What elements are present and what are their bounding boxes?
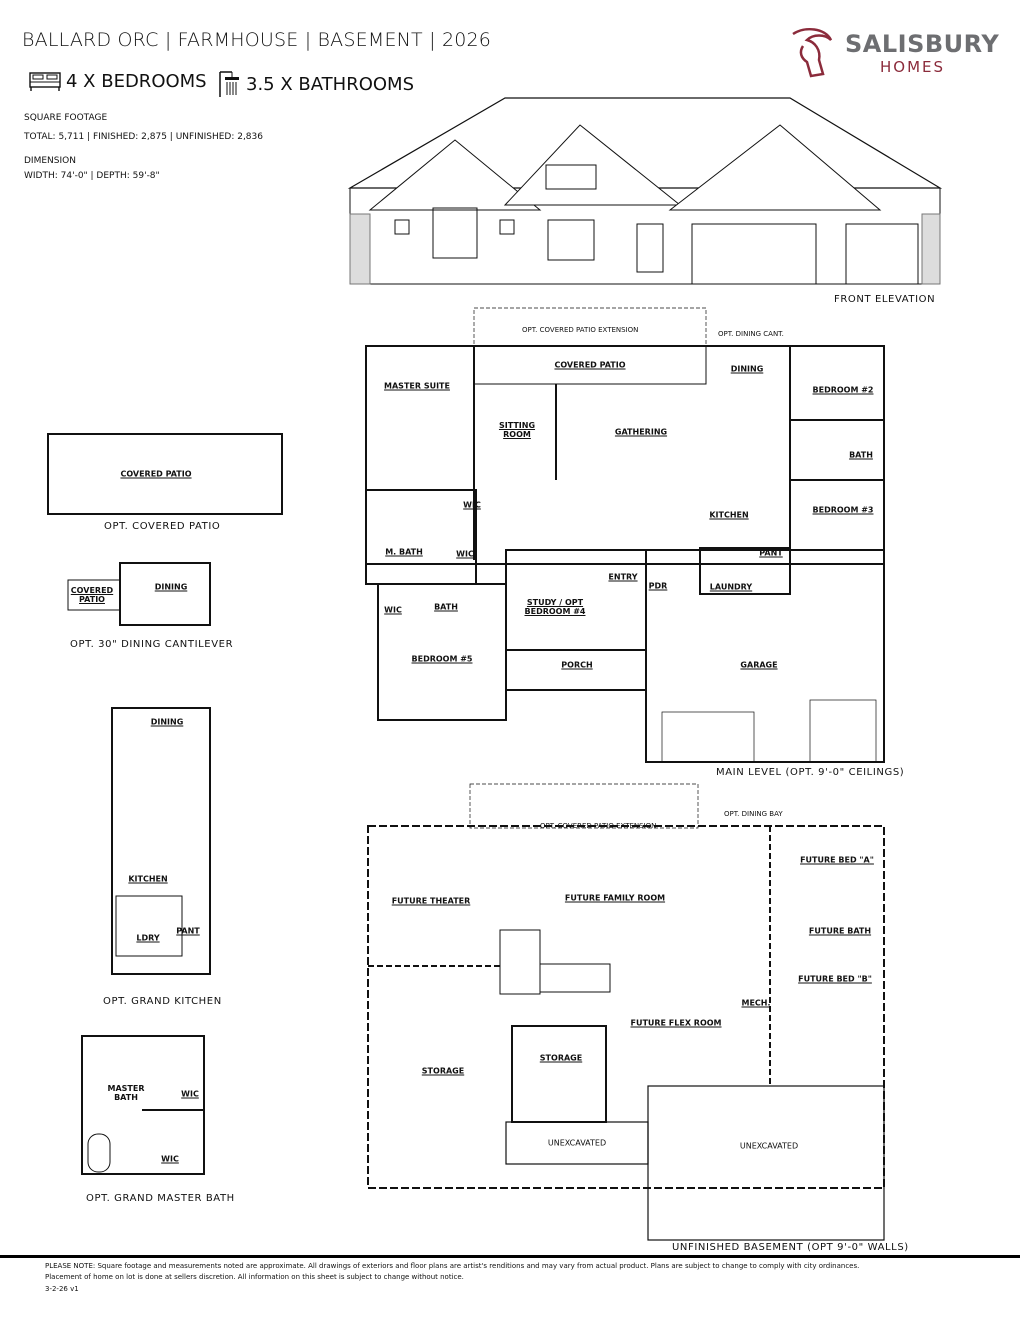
- bedrooms-label: 4 X BEDROOMS: [66, 70, 207, 92]
- sqft-value: TOTAL: 5,711 | FINISHED: 2,875 | UNFINIS…: [24, 132, 263, 142]
- room-label: MASTER SUITE: [384, 381, 450, 391]
- footer-version: 3-2-26 v1: [45, 1285, 79, 1293]
- room-label: STORAGE: [421, 1066, 465, 1076]
- room-label: WIC: [161, 1154, 179, 1164]
- room-label: UNEXCAVATED: [547, 1138, 607, 1148]
- room-label: COVERED PATIO: [70, 586, 114, 604]
- option-drawings: [47, 433, 283, 1175]
- room-label: MASTER BATH: [107, 1084, 145, 1102]
- room-label: BATH: [849, 450, 873, 460]
- room-label: DINING: [150, 717, 184, 727]
- basement-drawing: [367, 783, 885, 1241]
- room-label: STORAGE: [539, 1053, 583, 1063]
- room-label: GATHERING: [614, 427, 668, 437]
- room-label: MECH.: [741, 998, 771, 1008]
- room-label: BEDROOM #2: [812, 385, 874, 395]
- room-label: FUTURE FLEX ROOM: [630, 1018, 722, 1028]
- bathrooms-stat: 3.5 X BATHROOMS: [216, 70, 414, 98]
- bed-icon: [29, 72, 61, 91]
- front-elevation-drawing: [347, 97, 943, 285]
- room-label: WIC: [463, 500, 481, 510]
- room-label: BATH: [434, 602, 458, 612]
- room-label: LAUNDRY: [709, 582, 753, 592]
- logo-sub: HOMES: [880, 58, 946, 76]
- room-label: COVERED PATIO: [554, 360, 626, 370]
- room-label: SITTING ROOM: [498, 421, 536, 439]
- room-label: DINING: [154, 582, 188, 592]
- room-label: BEDROOM #5: [411, 654, 473, 664]
- room-label: GARAGE: [740, 660, 778, 670]
- caption-main-level: MAIN LEVEL (OPT. 9'-0" CEILINGS): [716, 767, 905, 778]
- footer-note-1: PLEASE NOTE: Square footage and measurem…: [45, 1262, 860, 1270]
- room-label: WIC: [181, 1089, 199, 1099]
- room-label: FUTURE THEATER: [391, 896, 471, 906]
- main-level-drawing: [365, 307, 885, 763]
- room-label: ENTRY: [608, 572, 638, 582]
- room-label: M. BATH: [385, 547, 423, 557]
- caption-basement: UNFINISHED BASEMENT (OPT 9'-0" WALLS): [672, 1242, 909, 1253]
- room-label: KITCHEN: [709, 510, 749, 520]
- plan-note: OPT. DINING BAY: [724, 810, 783, 818]
- caption-opt-master: OPT. GRAND MASTER BATH: [86, 1193, 235, 1204]
- plan-note: OPT. COVERED PATIO EXTENSION: [540, 822, 657, 830]
- caption-opt-dining: OPT. 30" DINING CANTILEVER: [70, 639, 234, 650]
- room-label: FUTURE FAMILY ROOM: [564, 893, 666, 903]
- room-label: BEDROOM #3: [812, 505, 874, 515]
- dimension-value: WIDTH: 74'-0" | DEPTH: 59'-8": [24, 171, 160, 181]
- plan-note: OPT. DINING CANT.: [718, 330, 784, 338]
- room-label: WIC: [384, 605, 402, 615]
- room-label: DINING: [730, 364, 764, 374]
- footer-note-2: Placement of home on lot is done at sell…: [45, 1273, 464, 1281]
- room-label: UNEXCAVATED: [739, 1141, 799, 1151]
- goat-logo-icon: [792, 27, 833, 78]
- logo-name: SALISBURY: [845, 30, 1000, 58]
- shower-icon: [219, 71, 239, 97]
- room-label: KITCHEN: [128, 874, 168, 884]
- salisbury-logo: SALISBURY HOMES: [785, 24, 999, 80]
- dimension-label: DIMENSION: [24, 156, 76, 166]
- caption-opt-kitchen: OPT. GRAND KITCHEN: [103, 996, 222, 1007]
- bedrooms-stat: 4 X BEDROOMS: [28, 70, 207, 92]
- caption-opt-patio: OPT. COVERED PATIO: [104, 521, 221, 532]
- room-label: WIC: [456, 549, 474, 559]
- plan-title: BALLARD ORC | FARMHOUSE | BASEMENT | 202…: [22, 29, 492, 51]
- room-label: PDR: [648, 581, 668, 591]
- room-label: PORCH: [561, 660, 593, 670]
- room-label: LDRY: [136, 933, 160, 943]
- bathrooms-label: 3.5 X BATHROOMS: [246, 73, 414, 95]
- room-label: COVERED PATIO: [120, 469, 192, 479]
- room-label: FUTURE BED "A": [800, 855, 874, 865]
- room-label: STUDY / OPT BEDROOM #4: [524, 598, 586, 616]
- room-label: FUTURE BED "B": [798, 974, 872, 984]
- room-label: PANT: [759, 548, 783, 558]
- caption-front-elevation: FRONT ELEVATION: [834, 294, 936, 305]
- plan-note: OPT. COVERED PATIO EXTENSION: [522, 326, 639, 334]
- room-label: PANT: [176, 926, 200, 936]
- room-label: FUTURE BATH: [808, 926, 872, 936]
- footer-divider: [0, 1255, 1020, 1258]
- sqft-label: SQUARE FOOTAGE: [24, 113, 108, 123]
